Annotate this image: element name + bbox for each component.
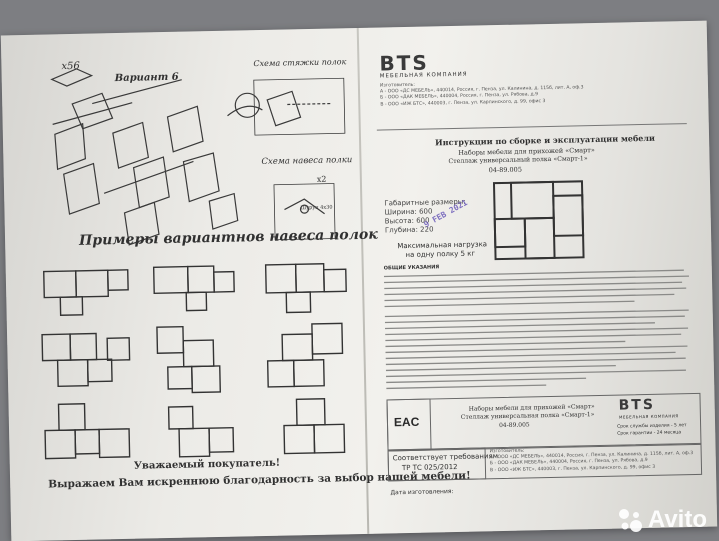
avito-logo-icon: [618, 509, 642, 532]
shelf-illustration: [492, 180, 585, 261]
doc-title: Инструкции по сборке и эксплуатации мебе…: [435, 132, 656, 148]
divider: [376, 123, 687, 131]
avito-watermark: Avito: [616, 506, 707, 534]
tr-label: ТР ТС 025/2012: [401, 462, 458, 473]
general-instructions-text: [383, 269, 689, 390]
footer-bts-logo: BTS: [618, 396, 656, 414]
instruction-sheet: x56 Вариант 6 Схема стяжки полок Схема н…: [0, 20, 718, 541]
footer-code: 04-89.005: [498, 421, 530, 430]
max-load-value: на одну полку 5 кг: [405, 249, 476, 260]
assembly-diagram: [50, 68, 346, 246]
shelf-variants-diagram: [41, 263, 347, 460]
avito-watermark-text: Avito: [647, 506, 707, 533]
item-code: 04-89.005: [488, 165, 523, 175]
eac-mark: EAC: [393, 414, 420, 430]
item-name: Стеллаж универсальный полка «Смарт-1»: [448, 155, 588, 166]
general-title: ОБЩИЕ УКАЗАНИЯ: [383, 264, 440, 272]
bts-logo-subtitle: МЕБЕЛЬНАЯ КОМПАНИЯ: [379, 71, 468, 80]
made-date-label: Дата изготовления:: [390, 488, 454, 497]
maker-block: Изготовитель: А - ООО «ДС МЕБЕЛЬ», 44001…: [380, 79, 584, 108]
footer-maker-block: Изготовитель: А - ООО «ДС МЕБЕЛЬ», 44001…: [490, 445, 694, 474]
